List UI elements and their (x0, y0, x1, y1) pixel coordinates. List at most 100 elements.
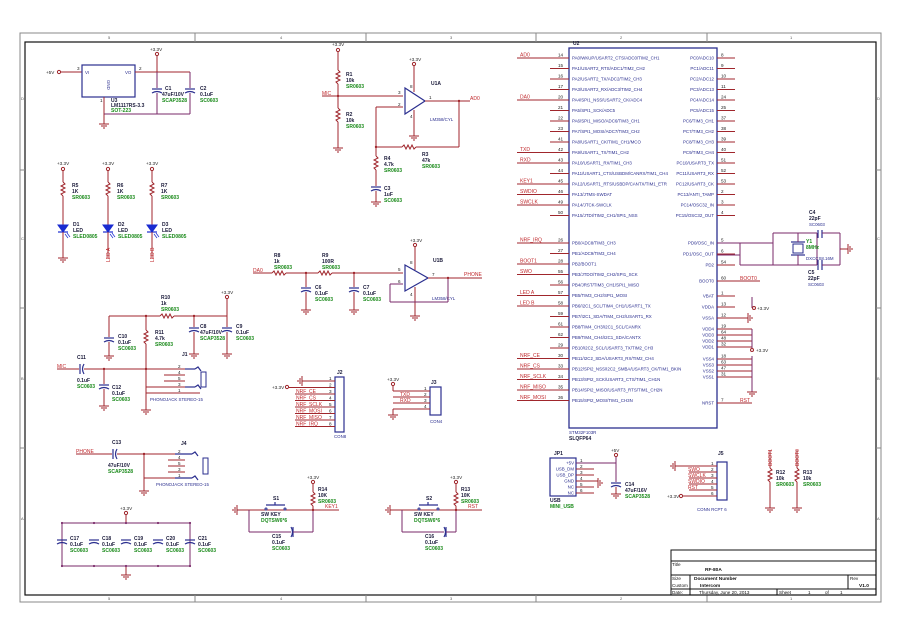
zone-label-side: C (21, 236, 24, 241)
ref-designator: C14 (625, 482, 634, 488)
part-value: LED (118, 228, 128, 234)
pin-number: 6 (711, 491, 714, 496)
footprint-label: SR0603 (422, 164, 440, 170)
ground-icon (765, 507, 775, 513)
ref-designator: Y1 (806, 239, 812, 245)
pin-number: 1 (424, 386, 427, 391)
ref-designator: C1 (165, 86, 172, 92)
mcu-u2: U2 STM32F103R SLQFP64 14PA0/WKUP/USART2_… (517, 41, 752, 442)
phonojack-j1: J1 2 4 5 3 1 PHONOJACK STEREO-15 (145, 352, 207, 410)
pin-name: PA9/USART1_TX/TIM1_CH2 (572, 150, 629, 155)
pin-name: PC4/ADC14 (690, 98, 714, 103)
part-value: 47uF/10V (108, 463, 131, 469)
pin-name: PB13/SPI2_SCK/USART3_CTS/TIM1_CH1N (572, 377, 660, 382)
pin-name: PC8/TIM3_CH3 (683, 140, 715, 145)
ref-designator: C6 (315, 285, 322, 291)
pin-name: BOOT0 (699, 279, 714, 284)
opamp-symbol (404, 263, 430, 293)
pin-name: PD2 (705, 263, 714, 268)
pin-name: PA6/SPI1_MISO/ADC6/TIM3_CH1 (572, 119, 640, 124)
pin-number: 57 (558, 290, 564, 295)
pin-number: 6 (398, 279, 401, 284)
power-port-icon (613, 452, 619, 458)
led-icon (146, 224, 160, 239)
pin-number: 6 (329, 409, 332, 414)
pin-name: PC3/ADC13 (690, 87, 714, 92)
zone-label-side: C (877, 236, 880, 241)
ground-icon (388, 414, 398, 420)
pin-number: 62 (558, 332, 564, 337)
net-label: NRF_CE (520, 353, 541, 359)
title-label: Title (672, 562, 681, 567)
footprint-label: SR0603 (384, 168, 402, 174)
power-label: +3.3V (57, 161, 70, 166)
pin-number: 1 (580, 458, 583, 463)
pin-name: PA12/USART1_RTS/USBDP/CANTX/TIM1_ETR (572, 182, 667, 187)
pin-number: 3 (721, 200, 724, 205)
ref-designator: C4 (809, 210, 816, 216)
pin-name: PA13/JTMS-SWDAT (572, 192, 612, 197)
pin-name: PB9/TIM4_CH4/I2C1_SDA/CANTX (572, 335, 641, 340)
ref-designator: C10 (118, 334, 127, 340)
pin-number: 17 (558, 84, 564, 89)
connector-j5: J5 CONN RCPT 6 +3.3V 12SWO3SWCLK4SWDIO5R… (667, 451, 728, 512)
footprint-label: SR0603 (322, 265, 340, 271)
pin-number: 44 (558, 168, 564, 173)
part-value: 22pF (809, 216, 821, 222)
pin-number: 32 (721, 342, 727, 347)
phone-output-block: PHONE C13 47uF/10V SCAP3528 J4 2 4 5 3 1… (76, 440, 210, 496)
part-value: CONN RCPT 6 (697, 507, 727, 512)
part-value: 1K (117, 189, 124, 195)
pin-name: PC0/ADC10 (690, 56, 714, 61)
part-value: 0.1uF (315, 291, 328, 297)
ref-designator: R12 (776, 470, 785, 476)
net-label: KEY1 (520, 179, 533, 185)
opamp-symbol (404, 86, 427, 116)
part-value: PHONOJACK STEREO-15 (150, 397, 204, 402)
pin-number: 4 (580, 476, 583, 481)
pin-name: PB12/SPI2_NSS/I2C2_SMBA/USART3_CK/TIM1_B… (572, 367, 681, 372)
pin-number: 8 (329, 422, 332, 427)
part-value: 1k (161, 301, 167, 307)
power-label: +3.3V (387, 377, 400, 382)
part-value: USB (550, 498, 561, 504)
ref-designator: R8 (274, 253, 281, 259)
footprint-label: SC0603 (102, 548, 120, 554)
footprint-label: SR0603 (803, 482, 821, 488)
pin-name: VI (85, 70, 89, 75)
footprint-label: DQTSW6*6 (261, 518, 287, 524)
pin-number: 1 (100, 98, 103, 103)
mcu-pin-left: 35PB14/SPI2_MISO/USART3_RTS/TIM1_CH2NNRF… (517, 385, 662, 393)
part-value: 10K (461, 493, 471, 499)
ref-designator: C9 (236, 324, 243, 330)
power-label: +3.3V (221, 290, 234, 295)
footprint-label: SCAP3528 (108, 469, 133, 475)
part-value: LED (162, 228, 172, 234)
net-label: DA0 (520, 95, 530, 101)
part-value: 0.1uF (363, 291, 376, 297)
pin-number: 2 (424, 392, 427, 397)
pin-name: VDD3 (702, 333, 714, 338)
ground-icon (189, 353, 199, 359)
ref-designator: C16 (425, 534, 434, 540)
ref-designator: R14 (318, 487, 327, 493)
pin-number: 4 (329, 396, 332, 401)
part-value: 10k (776, 476, 785, 482)
net-label: SWCLK (520, 200, 538, 206)
ref-designator: R3 (422, 152, 429, 158)
pin-number: 8 (410, 84, 413, 89)
pin-name: PB3/JTDO/TIM2_CH2/SPI1_SCK (572, 272, 638, 277)
ground-icon (58, 257, 68, 263)
ref-designator: J5 (718, 451, 724, 457)
footprint-label: SR0603 (161, 307, 179, 313)
